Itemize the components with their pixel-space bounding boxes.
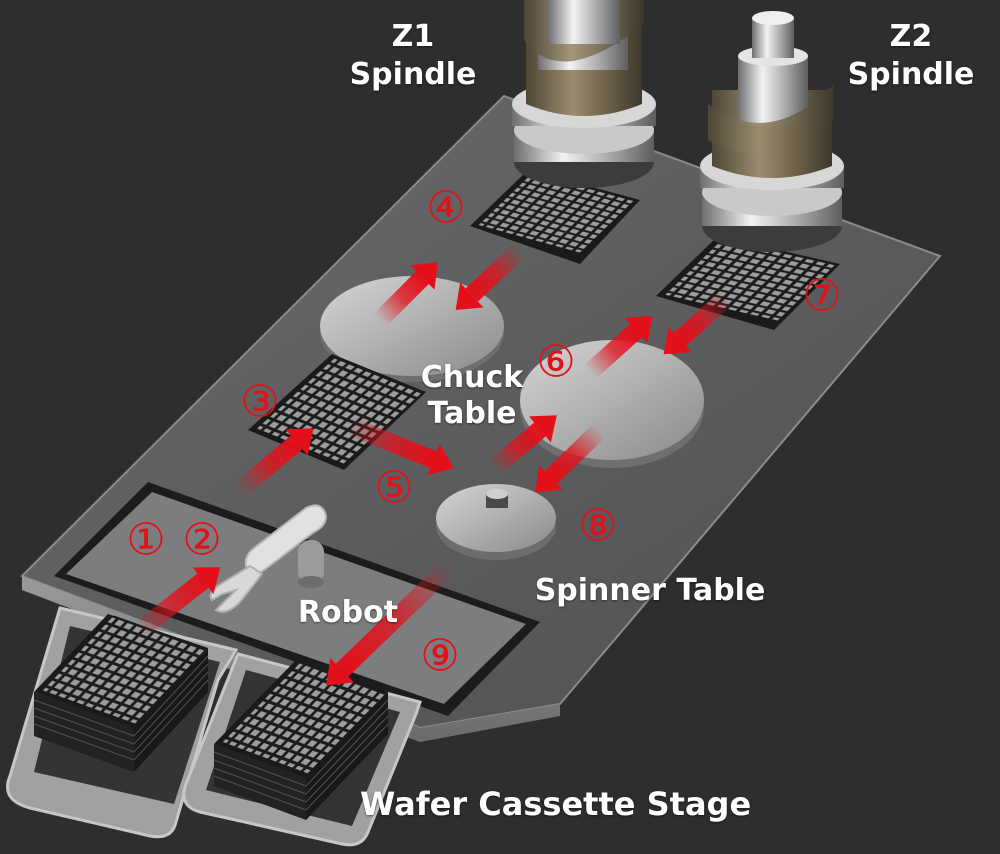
z1-spindle-label: Z1 Spindle: [338, 18, 488, 93]
step-marker-9: ⑨: [420, 631, 459, 682]
process-arrows: [134, 243, 733, 686]
z2-spindle: [700, 11, 844, 252]
wafer-cassette-left: [33, 614, 209, 772]
arrow-step4-up: [373, 262, 438, 327]
step-marker-8: ⑧: [578, 501, 617, 552]
chuck-table-disc-right: [520, 340, 704, 468]
arrow-step4-down: [455, 243, 527, 311]
step-markers: ① ② ③ ④ ⑤ ⑥ ⑦ ⑧ ⑨: [126, 183, 841, 682]
spinner-table-label: Spinner Table: [534, 573, 766, 608]
arrow-step6-up: [583, 315, 653, 379]
chuck-label-line1: Chuck: [420, 360, 524, 395]
arrow-step7-down: [663, 291, 733, 355]
arrow-step1: [134, 567, 221, 638]
z1-spindle: [512, 0, 656, 188]
step-marker-5: ⑤: [374, 463, 413, 514]
spinner-table: [436, 484, 556, 560]
step-marker-1: ①: [126, 515, 165, 566]
step-marker-3: ③: [240, 377, 279, 428]
arrow-step8: [535, 423, 607, 493]
z2-spindle-label: Z2 Spindle: [836, 18, 986, 93]
z2-label-line1: Z2: [889, 19, 933, 54]
robot-label: Robot: [297, 595, 399, 630]
z1-label-line1: Z1: [391, 19, 435, 54]
wafer-cassette-right: [213, 660, 389, 820]
z1-label-line2: Spindle: [349, 56, 477, 92]
step-marker-7: ⑦: [802, 271, 841, 322]
chuck-label-line2: Table: [427, 396, 517, 431]
wafer-cassette-stage-label: Wafer Cassette Stage: [360, 785, 752, 823]
chuck-table-label: Chuck Table: [402, 360, 542, 432]
robot-pocket: [54, 482, 540, 716]
arrow-step3: [234, 428, 314, 497]
step-marker-4: ④: [426, 183, 465, 234]
arrow-step5: [346, 417, 454, 476]
wafer-z1: [470, 170, 640, 264]
robot-arm: [209, 504, 328, 613]
arrow-step6-disc: [488, 415, 557, 475]
wafer-z2: [656, 236, 840, 330]
step-marker-2: ②: [182, 515, 221, 566]
z2-label-line2: Spindle: [847, 56, 975, 92]
arrow-step9: [326, 559, 457, 686]
step-marker-6: ⑥: [536, 337, 575, 388]
